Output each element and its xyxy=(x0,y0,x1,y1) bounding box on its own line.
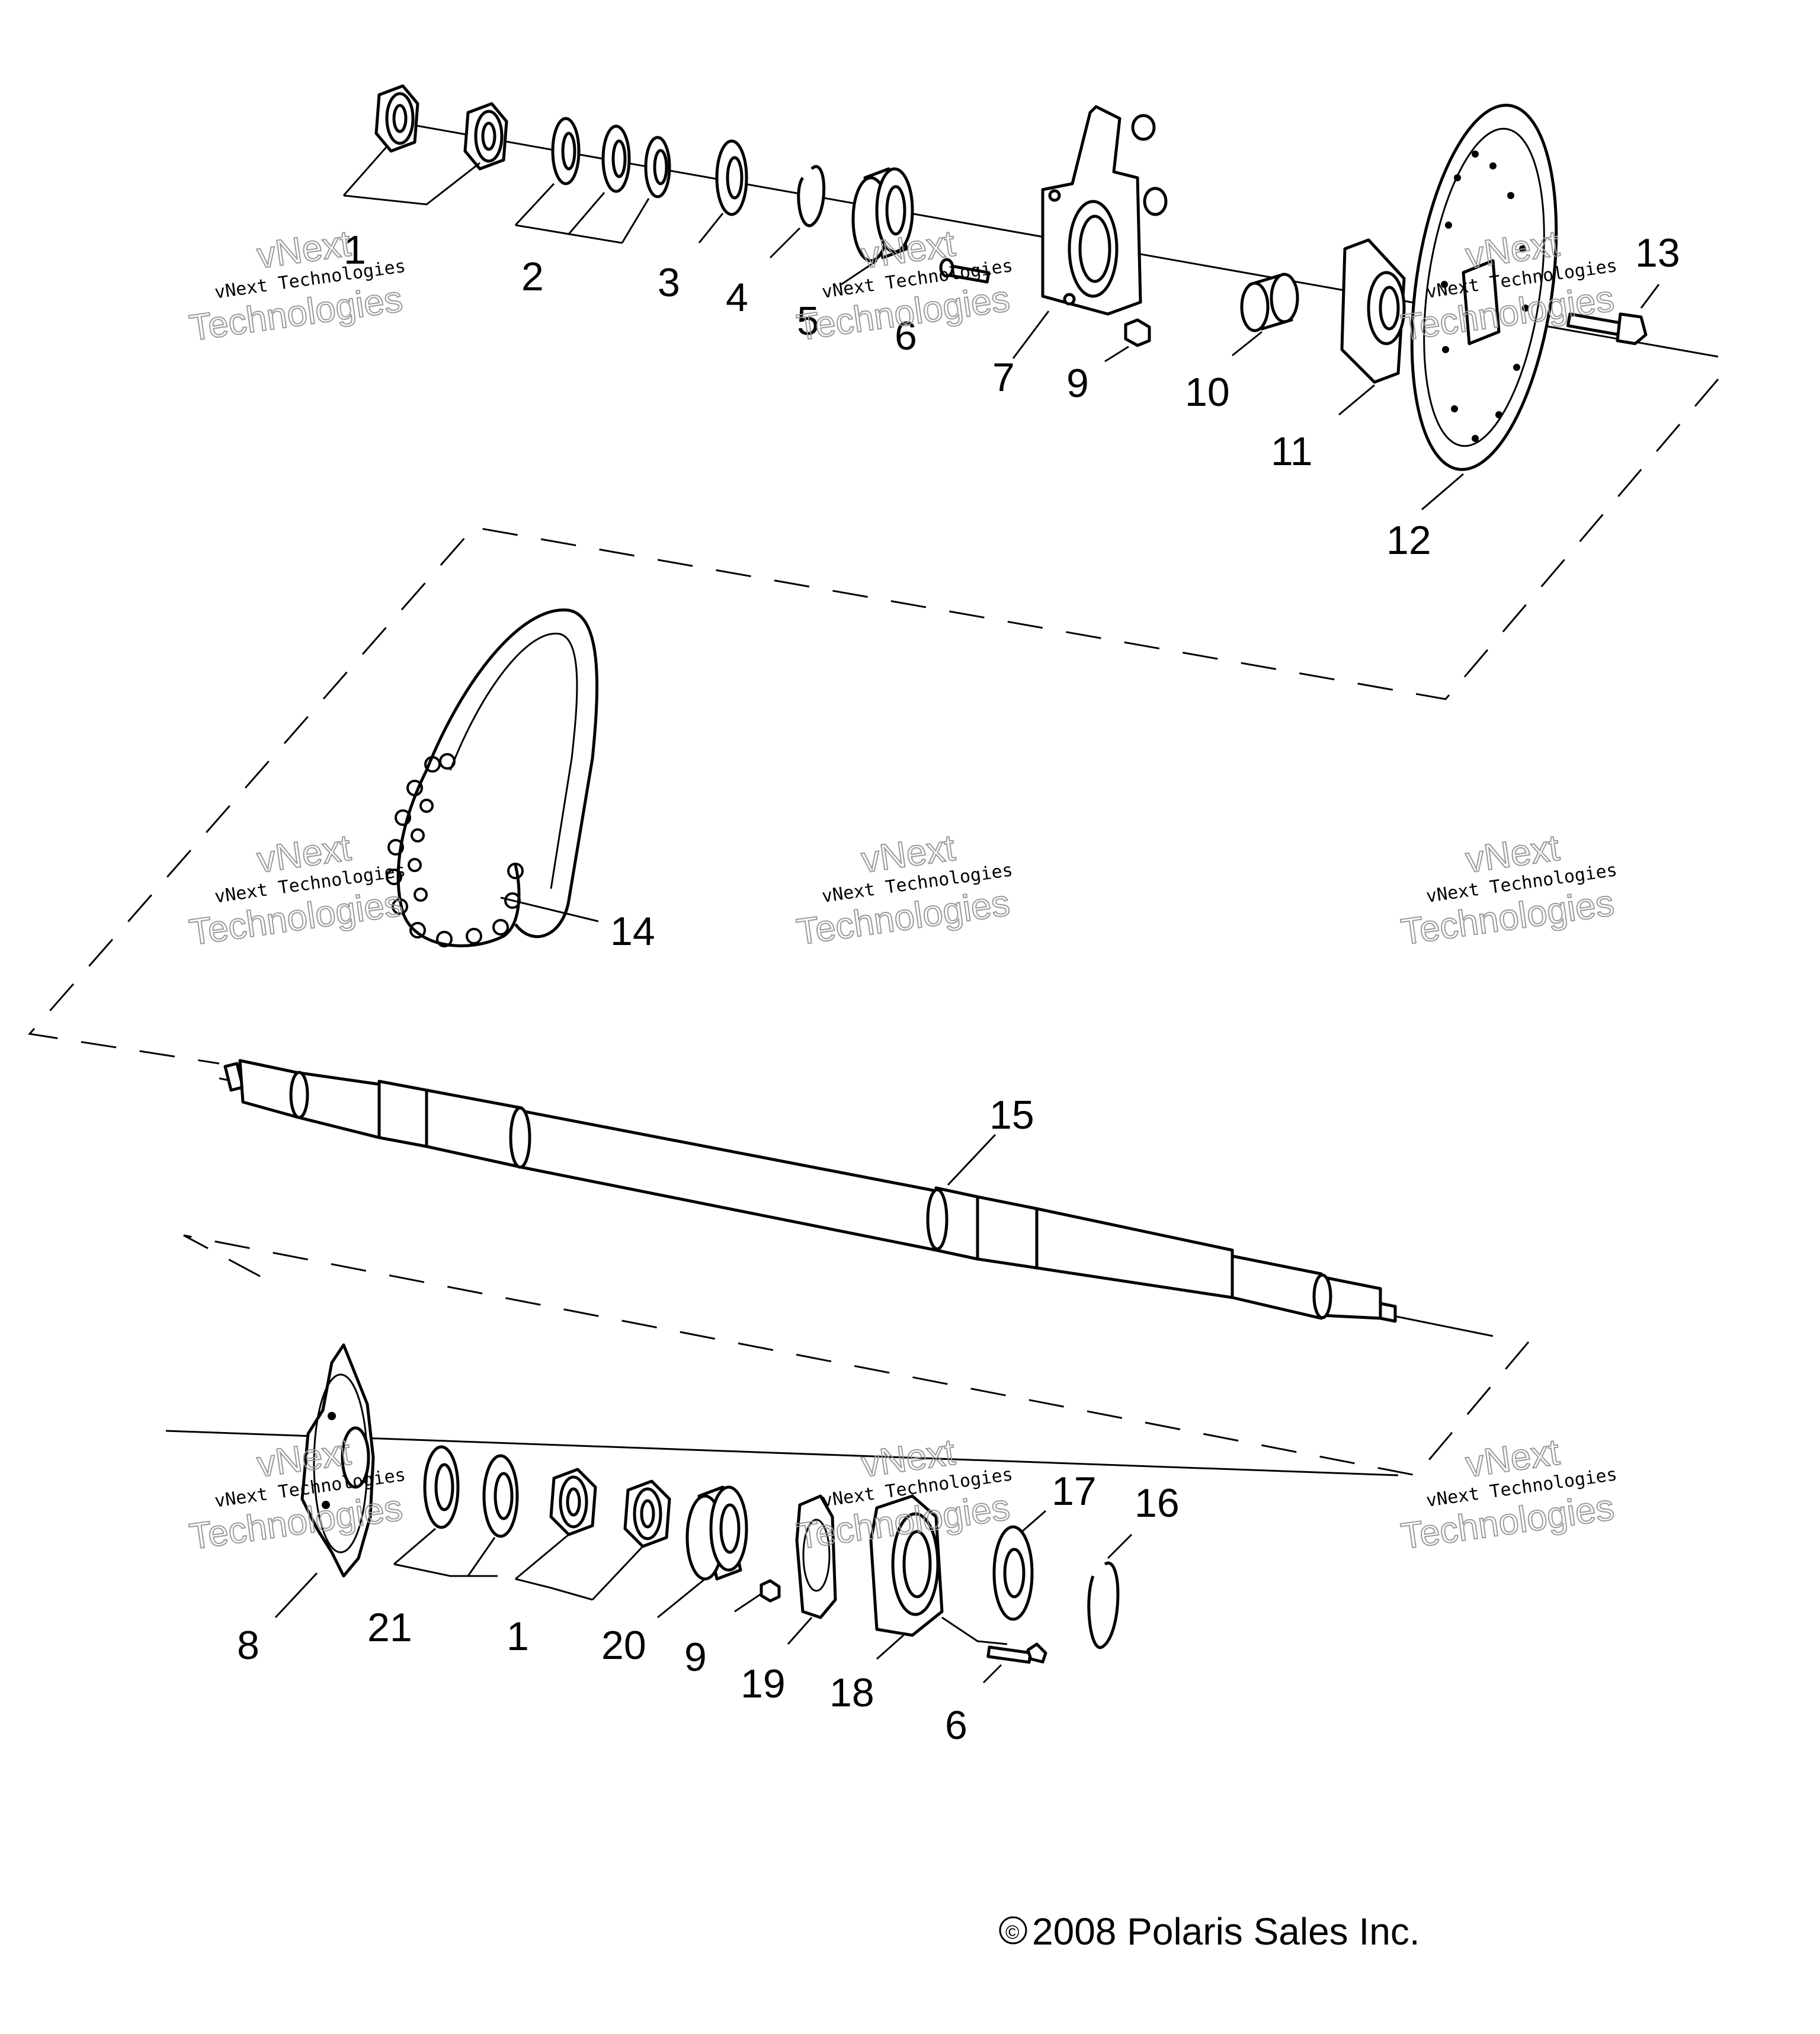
callout-10: 10 xyxy=(1185,370,1230,415)
callout-18: 18 xyxy=(829,1670,874,1715)
callout-17: 17 xyxy=(1052,1469,1097,1514)
copyright-notice: © 2008 Polaris Sales Inc. xyxy=(999,1910,1420,1953)
copyright-icon xyxy=(999,1916,1027,1945)
callout-14: 14 xyxy=(610,909,655,954)
watermark-5: vNext vNext Technologies Technologies xyxy=(794,827,1014,953)
copyright-symbol: © xyxy=(1005,1921,1020,1943)
part-6-bolt-top xyxy=(939,258,991,284)
part-18-bearing-flange xyxy=(869,1494,944,1637)
part-6-bolt-bottom xyxy=(986,1642,1047,1664)
part-12-brake-disc xyxy=(1410,104,1558,471)
callout-9-top: 9 xyxy=(1066,361,1089,406)
watermark-9: vNext vNext Technologies Technologies xyxy=(1398,1431,1619,1558)
part-17-spacer xyxy=(992,1525,1034,1621)
watermark-2: vNext vNext Technologies Technologies xyxy=(794,222,1014,349)
watermark-7: vNext vNext Technologies Technologies xyxy=(187,1431,407,1558)
part-1-nut-a xyxy=(374,84,419,153)
callout-19: 19 xyxy=(741,1661,786,1706)
callout-3: 3 xyxy=(658,260,680,305)
part-7-bearing-housing xyxy=(1041,105,1168,316)
part-1-nut-d xyxy=(623,1479,671,1548)
part-9-nut-top xyxy=(1124,318,1151,347)
callout-6-top: 6 xyxy=(895,313,917,358)
callout-9-bottom: 9 xyxy=(684,1635,707,1680)
callout-1-bottom: 1 xyxy=(507,1614,529,1659)
part-14-drive-chain xyxy=(386,608,599,947)
callout-6-bottom: 6 xyxy=(945,1703,967,1748)
leader-15 xyxy=(947,1133,996,1186)
watermark-1: vNext vNext Technologies Technologies xyxy=(187,222,407,349)
part-15-axle-shaft xyxy=(219,1059,1494,1337)
dashed-alignment-bottom xyxy=(183,1234,1530,1476)
callout-12: 12 xyxy=(1386,518,1431,563)
callout-2: 2 xyxy=(521,254,544,299)
part-13-bolt xyxy=(1566,312,1648,345)
part-8-sprocket xyxy=(300,1343,375,1578)
callout-7: 7 xyxy=(992,355,1015,400)
callout-13: 13 xyxy=(1635,230,1680,276)
callout-20: 20 xyxy=(601,1623,646,1668)
part-9-nut-bottom xyxy=(760,1579,781,1603)
callout-labels: 1 2 3 4 5 6 7 9 10 11 12 13 14 15 16 17 … xyxy=(237,228,1680,1748)
watermark-4: vNext vNext Technologies Technologies xyxy=(187,827,407,953)
part-10-spacer xyxy=(1240,273,1299,332)
part-21-washer-a xyxy=(423,1445,460,1529)
callout-5: 5 xyxy=(797,299,819,344)
part-2-washer-b xyxy=(601,124,631,193)
callout-21: 21 xyxy=(367,1605,412,1650)
part-5-snap-ring xyxy=(797,165,826,228)
part-6-bearing xyxy=(851,167,914,262)
watermark-6: vNext vNext Technologies Technologies xyxy=(1398,827,1619,953)
callout-11: 11 xyxy=(1271,429,1313,474)
part-19-gasket xyxy=(795,1494,837,1619)
part-11-hub xyxy=(1340,238,1406,384)
watermark-8: vNext vNext Technologies Technologies xyxy=(794,1431,1014,1558)
callout-1-top: 1 xyxy=(344,228,366,273)
part-3-washer xyxy=(644,136,671,198)
part-1-nut-b xyxy=(463,102,508,171)
copyright-text: 2008 Polaris Sales Inc. xyxy=(1032,1910,1420,1953)
part-16-snap-ring xyxy=(1087,1561,1120,1649)
callout-16: 16 xyxy=(1135,1481,1180,1526)
bottom-leader-lines xyxy=(274,1510,1133,1684)
callout-8: 8 xyxy=(237,1623,259,1668)
top-leader-lines xyxy=(342,145,1660,511)
dashed-alignment-top xyxy=(28,379,1719,1065)
part-2-washer-a xyxy=(551,117,581,185)
part-4-washer xyxy=(715,139,748,216)
leader-14 xyxy=(500,896,599,922)
callout-4: 4 xyxy=(726,275,748,320)
callout-15: 15 xyxy=(989,1093,1034,1138)
part-21-washer-b xyxy=(482,1454,519,1538)
part-20-bearing xyxy=(685,1485,748,1581)
part-1-nut-c xyxy=(549,1468,597,1536)
